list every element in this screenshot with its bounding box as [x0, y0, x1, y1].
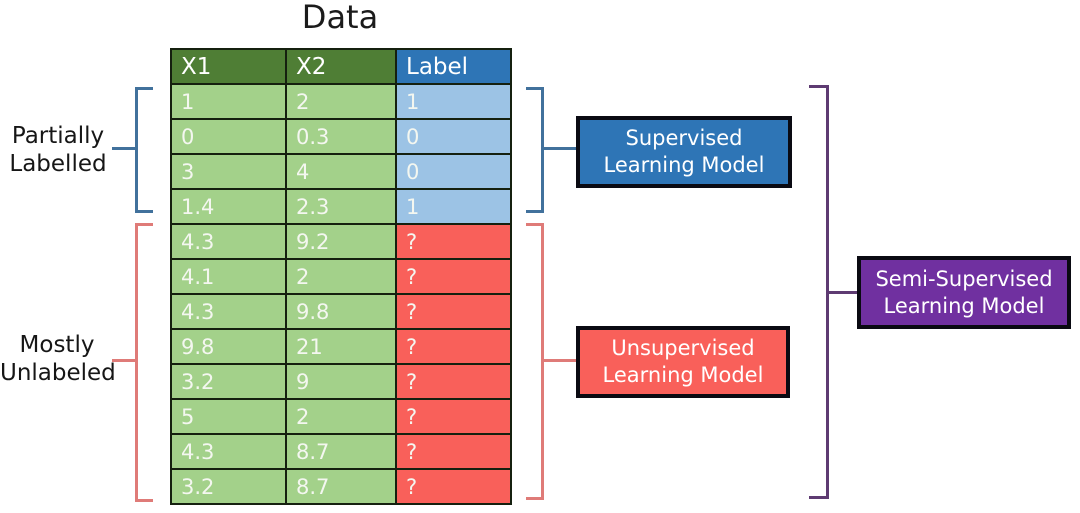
cell-label: ?	[395, 468, 512, 505]
bracket-line	[541, 359, 576, 362]
semi-supervised-model-line1: Semi-Supervised	[875, 266, 1053, 291]
table-row: 3.2 9 ?	[170, 363, 512, 400]
cell-label: ?	[395, 223, 512, 260]
bracket-line	[526, 497, 544, 500]
bracket-line	[135, 223, 138, 502]
mostly-unlabeled-line2: Unlabeled	[0, 360, 116, 386]
cell-x1: 4.3	[170, 293, 287, 330]
cell-x1: 1.4	[170, 188, 287, 225]
table-header-row: X1 X2 Label	[170, 48, 512, 85]
cell-x2: 4	[285, 153, 397, 190]
bracket-line	[541, 147, 576, 150]
bracket-line	[526, 210, 544, 213]
cell-x1: 0	[170, 118, 287, 155]
cell-x1: 4.3	[170, 223, 287, 260]
cell-x2: 2	[285, 398, 397, 435]
mostly-unlabeled-label: Mostly Unlabeled	[0, 331, 116, 387]
cell-x2: 9.2	[285, 223, 397, 260]
semi-supervised-model-box: Semi-Supervised Learning Model	[857, 256, 1071, 329]
supervised-model-line1: Supervised	[625, 126, 743, 150]
unsupervised-model-line2: Learning Model	[602, 363, 764, 387]
bracket-line	[135, 210, 153, 213]
cell-label: ?	[395, 363, 512, 400]
cell-label: 1	[395, 83, 512, 120]
table-row: 9.8 21 ?	[170, 328, 512, 365]
cell-label: 1	[395, 188, 512, 225]
cell-x2: 9.8	[285, 293, 397, 330]
cell-x2: 2	[285, 83, 397, 120]
bracket-line	[112, 147, 135, 150]
cell-x2: 2	[285, 258, 397, 295]
table-row: 4.3 9.8 ?	[170, 293, 512, 330]
cell-x1: 3.2	[170, 363, 287, 400]
cell-x1: 3	[170, 153, 287, 190]
cell-label: ?	[395, 433, 512, 470]
partially-labelled-line1: Partially	[11, 123, 105, 149]
table-row: 1.4 2.3 1	[170, 188, 512, 225]
bracket-line	[826, 291, 858, 294]
supervised-model-line2: Learning Model	[603, 153, 765, 177]
partially-labelled-line2: Labelled	[9, 151, 107, 177]
cell-x2: 0.3	[285, 118, 397, 155]
cell-label: ?	[395, 258, 512, 295]
cell-x2: 8.7	[285, 468, 397, 505]
bracket-line	[809, 85, 829, 88]
semi-supervised-model-line2: Learning Model	[883, 293, 1045, 318]
partially-labelled-label: Partially Labelled	[2, 122, 114, 178]
mostly-unlabeled-line1: Mostly	[19, 332, 95, 358]
bracket-line	[526, 87, 544, 90]
table-row: 3.2 8.7 ?	[170, 468, 512, 505]
bracket-line	[541, 87, 544, 213]
table-row: 4.3 8.7 ?	[170, 433, 512, 470]
cell-x1: 3.2	[170, 468, 287, 505]
cell-x1: 1	[170, 83, 287, 120]
header-x2: X2	[285, 48, 397, 85]
header-x1: X1	[170, 48, 287, 85]
cell-x1: 9.8	[170, 328, 287, 365]
bracket-line	[135, 87, 153, 90]
cell-label: 0	[395, 118, 512, 155]
cell-x1: 4.3	[170, 433, 287, 470]
supervised-model-box: Supervised Learning Model	[576, 116, 792, 188]
bracket-line	[135, 499, 153, 502]
cell-x2: 21	[285, 328, 397, 365]
cell-x2: 8.7	[285, 433, 397, 470]
diagram-title: Data	[301, 0, 379, 36]
header-label: Label	[395, 48, 512, 85]
table-row: 1 2 1	[170, 83, 512, 120]
cell-label: 0	[395, 153, 512, 190]
bracket-line	[135, 87, 138, 213]
unsupervised-model-line1: Unsupervised	[611, 336, 755, 360]
cell-x1: 4.1	[170, 258, 287, 295]
table-row: 4.1 2 ?	[170, 258, 512, 295]
cell-label: ?	[395, 328, 512, 365]
cell-x2: 9	[285, 363, 397, 400]
cell-label: ?	[395, 293, 512, 330]
table-row: 3 4 0	[170, 153, 512, 190]
table-row: 0 0.3 0	[170, 118, 512, 155]
bracket-line	[526, 223, 544, 226]
table-row: 5 2 ?	[170, 398, 512, 435]
bracket-line	[809, 496, 829, 499]
cell-x2: 2.3	[285, 188, 397, 225]
unsupervised-model-box: Unsupervised Learning Model	[576, 326, 790, 398]
bracket-line	[112, 359, 135, 362]
bracket-line	[135, 223, 153, 226]
data-table: X1 X2 Label 1 2 1 0 0.3 0 3 4 0 1.4	[170, 48, 512, 505]
table-row: 4.3 9.2 ?	[170, 223, 512, 260]
cell-label: ?	[395, 398, 512, 435]
cell-x1: 5	[170, 398, 287, 435]
